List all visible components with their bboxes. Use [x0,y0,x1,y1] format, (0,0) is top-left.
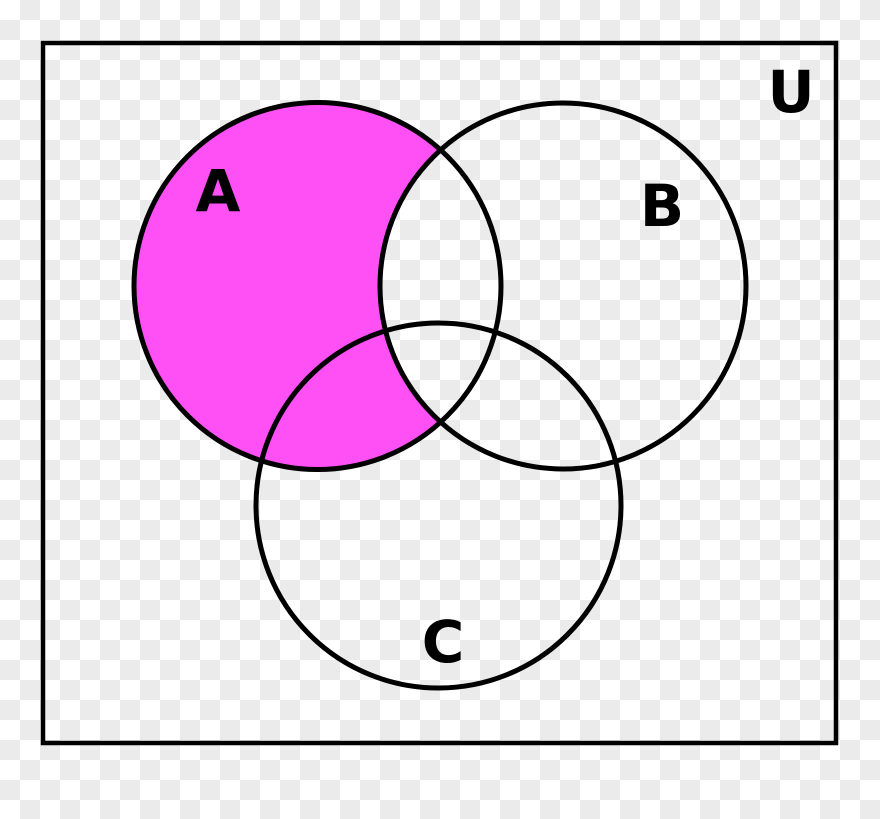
set-a-label: A [196,157,241,225]
set-c-circle [253,320,624,691]
set-a-circle [131,100,504,472]
set-b-circle [377,100,749,472]
universe-rectangle [40,40,839,746]
set-c-label: C [422,608,465,676]
set-b-label: B [640,172,684,240]
universe-label: U [767,58,814,126]
